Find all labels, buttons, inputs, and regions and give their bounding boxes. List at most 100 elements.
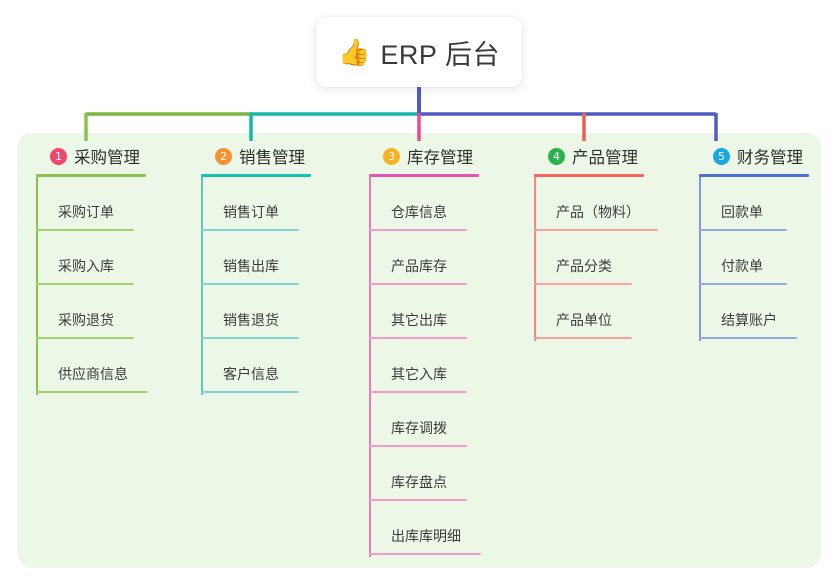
column-header[interactable]: 5 财务管理 xyxy=(699,144,839,168)
column-title: 销售管理 xyxy=(239,149,305,167)
column-rule xyxy=(534,174,644,177)
column-badge-1: 1 xyxy=(50,147,67,165)
column-finance: 5 财务管理 回款单 付款单 结算账户 xyxy=(699,144,839,341)
leaf-rule xyxy=(36,391,148,393)
leaf-spine xyxy=(201,177,203,395)
column-sales: 2 销售管理 销售订单 销售出库 销售退货 客户信息 xyxy=(201,144,361,395)
leaf-item[interactable]: 销售退货 xyxy=(201,285,361,339)
column-title: 产品管理 xyxy=(572,149,638,167)
leaf-item[interactable]: 回款单 xyxy=(699,177,839,231)
leaf-label: 客户信息 xyxy=(223,366,279,382)
leaf-item[interactable]: 产品库存 xyxy=(369,231,529,285)
leaf-item[interactable]: 产品单位 xyxy=(534,285,704,339)
column-header[interactable]: 3 库存管理 xyxy=(369,144,529,168)
thumbs-up-icon: 👍 xyxy=(338,37,371,67)
leaf-item[interactable]: 出库库明细 xyxy=(369,501,529,555)
leaf-rule xyxy=(36,337,134,339)
leaf-rule xyxy=(201,391,299,393)
leaf-label: 结算账户 xyxy=(721,312,777,328)
leaf-item[interactable]: 仓库信息 xyxy=(369,177,529,231)
leaf-item[interactable]: 采购退货 xyxy=(36,285,196,339)
leaf-list: 产品（物料） 产品分类 产品单位 xyxy=(534,177,704,341)
leaf-rule xyxy=(534,337,632,339)
column-rule xyxy=(369,174,479,177)
leaf-rule xyxy=(201,337,299,339)
column-product: 4 产品管理 产品（物料） 产品分类 产品单位 xyxy=(534,144,704,341)
leaf-rule xyxy=(534,283,632,285)
leaf-rule xyxy=(534,229,658,231)
leaf-rule xyxy=(369,553,481,555)
leaf-label: 供应商信息 xyxy=(58,366,128,382)
leaf-label: 采购入库 xyxy=(58,258,114,274)
column-title: 财务管理 xyxy=(737,149,803,167)
leaf-rule xyxy=(699,283,787,285)
column-badge-4: 4 xyxy=(548,147,565,165)
leaf-item[interactable]: 采购订单 xyxy=(36,177,196,231)
column-rule xyxy=(36,174,146,177)
leaf-item[interactable]: 销售出库 xyxy=(201,231,361,285)
leaf-item[interactable]: 客户信息 xyxy=(201,339,361,393)
column-badge-5: 5 xyxy=(713,147,730,165)
leaf-label: 产品（物料） xyxy=(556,204,640,220)
leaf-list: 仓库信息 产品库存 其它出库 其它入库 库存调拨 库存盘点 xyxy=(369,177,529,557)
leaf-list: 采购订单 采购入库 采购退货 供应商信息 xyxy=(36,177,196,395)
leaf-rule xyxy=(369,337,467,339)
leaf-rule xyxy=(369,283,467,285)
leaf-label: 其它出库 xyxy=(391,312,447,328)
leaf-rule xyxy=(369,445,467,447)
leaf-spine xyxy=(534,177,536,341)
column-title: 库存管理 xyxy=(407,149,473,167)
leaf-label: 库存盘点 xyxy=(391,474,447,490)
leaf-rule xyxy=(369,499,467,501)
leaf-label: 销售退货 xyxy=(223,312,279,328)
root-node-card[interactable]: 👍 ERP 后台 xyxy=(316,17,522,87)
column-rule xyxy=(699,174,809,177)
leaf-label: 采购订单 xyxy=(58,204,114,220)
leaf-spine xyxy=(36,177,38,395)
leaf-rule xyxy=(36,283,134,285)
leaf-item[interactable]: 付款单 xyxy=(699,231,839,285)
column-title: 采购管理 xyxy=(74,149,140,167)
leaf-label: 仓库信息 xyxy=(391,204,447,220)
leaf-item[interactable]: 库存盘点 xyxy=(369,447,529,501)
leaf-item[interactable]: 其它入库 xyxy=(369,339,529,393)
leaf-label: 销售出库 xyxy=(223,258,279,274)
leaf-item[interactable]: 其它出库 xyxy=(369,285,529,339)
root-node-content: 👍 ERP 后台 xyxy=(338,33,500,72)
diagram-panel xyxy=(18,133,821,568)
column-header[interactable]: 1 采购管理 xyxy=(36,144,196,168)
column-header[interactable]: 4 产品管理 xyxy=(534,144,704,168)
leaf-rule xyxy=(699,229,787,231)
leaf-item[interactable]: 库存调拨 xyxy=(369,393,529,447)
leaf-label: 付款单 xyxy=(721,258,763,274)
leaf-rule xyxy=(369,229,467,231)
root-node-label: ERP 后台 xyxy=(380,39,500,70)
leaf-label: 出库库明细 xyxy=(391,528,461,544)
leaf-item[interactable]: 供应商信息 xyxy=(36,339,196,393)
leaf-rule xyxy=(699,337,797,339)
leaf-label: 库存调拨 xyxy=(391,420,447,436)
leaf-label: 产品库存 xyxy=(391,258,447,274)
leaf-spine xyxy=(699,177,701,341)
column-header[interactable]: 2 销售管理 xyxy=(201,144,361,168)
leaf-spine xyxy=(369,177,371,557)
leaf-list: 销售订单 销售出库 销售退货 客户信息 xyxy=(201,177,361,395)
leaf-item[interactable]: 产品（物料） xyxy=(534,177,704,231)
leaf-list: 回款单 付款单 结算账户 xyxy=(699,177,839,341)
leaf-label: 其它入库 xyxy=(391,366,447,382)
column-inventory: 3 库存管理 仓库信息 产品库存 其它出库 其它入库 库存调拨 xyxy=(369,144,529,557)
leaf-rule xyxy=(369,391,467,393)
leaf-label: 回款单 xyxy=(721,204,763,220)
leaf-item[interactable]: 采购入库 xyxy=(36,231,196,285)
column-badge-2: 2 xyxy=(215,147,232,165)
leaf-label: 采购退货 xyxy=(58,312,114,328)
leaf-rule xyxy=(201,283,299,285)
leaf-item[interactable]: 结算账户 xyxy=(699,285,839,339)
leaf-item[interactable]: 产品分类 xyxy=(534,231,704,285)
leaf-rule xyxy=(201,229,299,231)
leaf-item[interactable]: 销售订单 xyxy=(201,177,361,231)
leaf-rule xyxy=(36,229,134,231)
leaf-label: 产品单位 xyxy=(556,312,612,328)
leaf-label: 销售订单 xyxy=(223,204,279,220)
